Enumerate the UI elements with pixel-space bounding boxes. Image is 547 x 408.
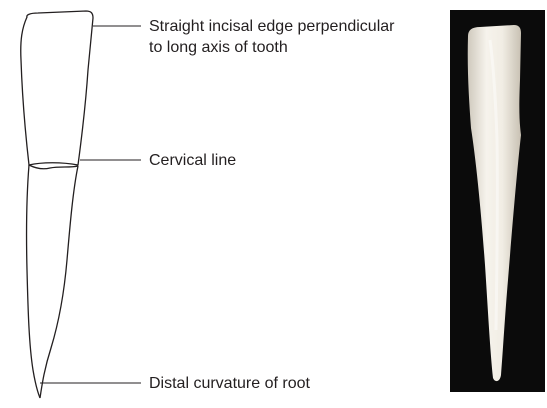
incisal-edge-label-line-2: to long axis of tooth [149,37,394,58]
crown-outline [21,11,93,165]
incisal-edge-callout: Straight incisal edge perpendicular to l… [149,16,394,58]
distal-curvature-label: Distal curvature of root [149,373,310,394]
root-outline-left [27,165,40,398]
cervical-line-label: Cervical line [149,150,236,171]
tooth-photo-svg [450,10,545,392]
incisal-edge-label-line-1: Straight incisal edge perpendicular [149,16,394,37]
tooth-photograph [450,10,545,392]
root-outline-right [40,166,78,398]
cervical-line-curve [29,165,78,169]
